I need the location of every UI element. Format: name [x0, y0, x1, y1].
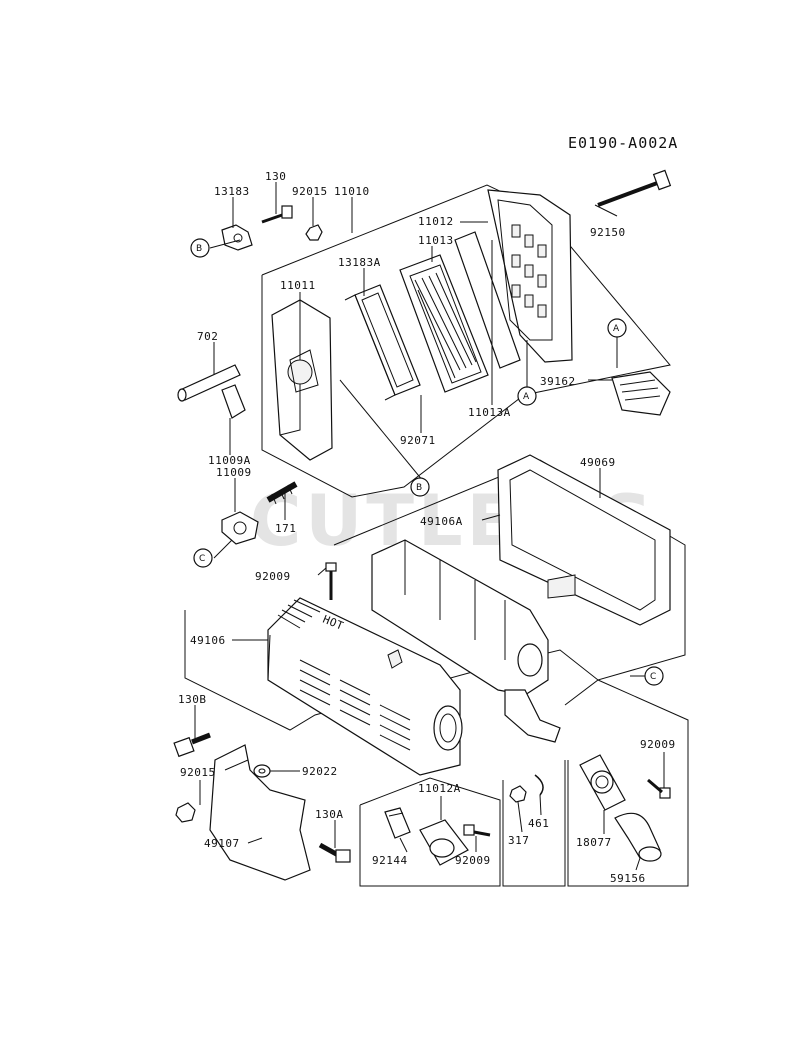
nut-92015-top[interactable]	[305, 224, 323, 241]
part-label-11012A: 11012A	[418, 782, 461, 795]
part-label-702: 702	[197, 330, 218, 343]
part-label-49106: 49106	[190, 634, 226, 647]
part-label-13183A: 13183A	[338, 256, 381, 269]
svg-text:A: A	[523, 392, 530, 402]
bolt-92009-flange[interactable]	[463, 824, 491, 837]
part-label-11013: 11013	[418, 234, 454, 247]
svg-text:C: C	[199, 554, 205, 564]
part-label-18077: 18077	[576, 836, 612, 849]
part-label-130A: 130A	[315, 808, 344, 821]
long-bolt[interactable]	[597, 169, 672, 207]
bolt-130A[interactable]	[318, 842, 351, 863]
flange-frame	[359, 777, 501, 887]
clamp-92144[interactable]	[384, 807, 411, 839]
part-label-461: 461	[528, 817, 549, 830]
nut-frame	[502, 760, 566, 887]
part-label-49106A: 49106A	[420, 515, 463, 528]
part-label-11010: 11010	[334, 185, 370, 198]
circle-label-c-right: C	[644, 666, 664, 686]
part-label-171: 171	[275, 522, 296, 535]
part-label-92071: 92071	[400, 434, 436, 447]
flange-11012A[interactable]	[419, 819, 469, 866]
part-label-39162: 39162	[540, 375, 576, 388]
part-label-92009-tail: 92009	[640, 738, 676, 751]
part-label-11009A: 11009A	[208, 454, 251, 467]
washer-92022[interactable]	[253, 764, 271, 778]
svg-text:A: A	[613, 324, 620, 334]
bolt-92009-tail[interactable]	[647, 778, 671, 799]
leader-lines	[194, 182, 665, 871]
bolt-130[interactable]	[261, 205, 293, 224]
air-cleaner-cover[interactable]	[487, 189, 573, 363]
stud-171[interactable]	[266, 481, 298, 505]
svg-text:B: B	[196, 244, 202, 254]
part-label-11011: 11011	[280, 279, 316, 292]
muffler-cover-panel[interactable]	[497, 454, 671, 626]
screw-92009-top[interactable]	[325, 562, 337, 600]
part-label-49069: 49069	[580, 456, 616, 469]
flange-18077[interactable]	[579, 754, 626, 811]
diagram-code: E0190-A002A	[568, 134, 678, 152]
clip-461[interactable]	[534, 774, 544, 796]
part-label-92150: 92150	[590, 226, 626, 239]
circle-label-c-left: C	[193, 548, 213, 568]
part-label-92009-flange: 92009	[455, 854, 491, 867]
circle-label-a-center: A	[517, 386, 537, 406]
part-label-11009: 11009	[216, 466, 252, 479]
gasket-frame[interactable]	[344, 284, 421, 401]
part-label-11012: 11012	[418, 215, 454, 228]
circle-label-a-right: A	[607, 318, 627, 338]
svg-text:C: C	[650, 672, 656, 682]
circle-label-b-top: B	[190, 238, 210, 258]
pre-filter[interactable]	[454, 231, 521, 369]
nut-92015-lower[interactable]	[175, 802, 196, 823]
muffler-front-shield[interactable]: HOT	[267, 597, 463, 776]
filter-element[interactable]	[399, 254, 489, 393]
part-label-92022: 92022	[302, 765, 338, 778]
part-label-49107: 49107	[204, 837, 240, 850]
nut-317[interactable]	[509, 785, 527, 803]
part-label-92015-lower: 92015	[180, 766, 216, 779]
bracket-13183[interactable]	[221, 224, 253, 251]
lower-guard[interactable]	[209, 744, 311, 881]
air-cleaner-case[interactable]	[271, 299, 333, 461]
muffler-rear[interactable]	[371, 539, 561, 743]
gasket-11009[interactable]	[221, 511, 259, 545]
part-label-92009-top: 92009	[255, 570, 291, 583]
svg-text:B: B	[416, 483, 422, 493]
part-label-59156: 59156	[610, 872, 646, 885]
part-label-130B: 130B	[178, 693, 207, 706]
gasket-11009A[interactable]	[221, 384, 246, 419]
part-label-92144: 92144	[372, 854, 408, 867]
part-label-11013A: 11013A	[468, 406, 511, 419]
circle-label-b-center: B	[410, 477, 430, 497]
tail-pipe-59156[interactable]	[614, 812, 662, 862]
cap[interactable]	[611, 371, 671, 416]
tail-frame	[564, 679, 689, 887]
part-label-317: 317	[508, 834, 529, 847]
bolt-130B[interactable]	[173, 732, 211, 758]
part-label-13183: 13183	[214, 185, 250, 198]
pipe-702[interactable]	[177, 364, 241, 402]
part-label-92015-top: 92015	[292, 185, 328, 198]
part-label-130: 130	[265, 170, 286, 183]
